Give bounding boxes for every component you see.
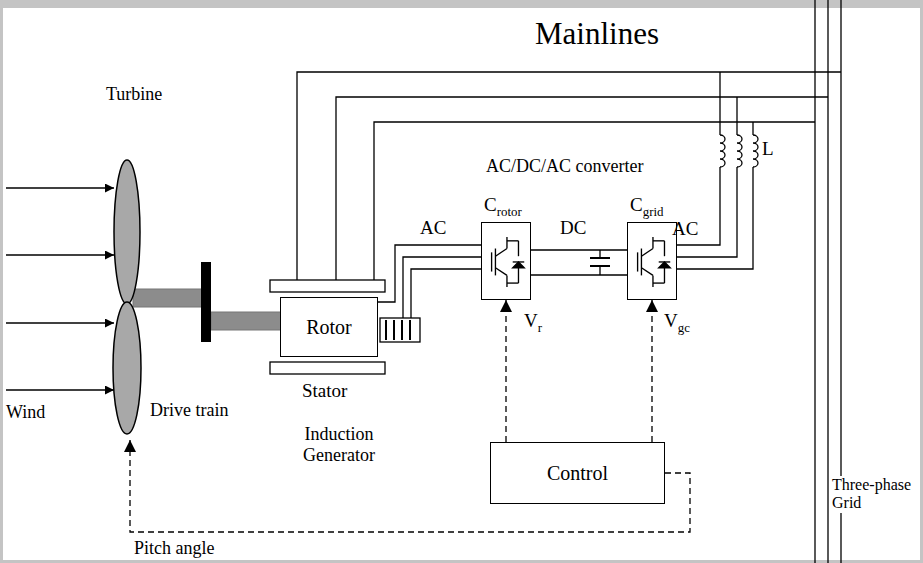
converter-label: AC/DC/AC converter bbox=[486, 156, 643, 177]
rotor-wire bbox=[403, 257, 481, 318]
igbt-stroke bbox=[653, 282, 665, 283]
rotor-wire bbox=[411, 269, 481, 318]
turbine-shaft bbox=[133, 289, 203, 307]
slip-ring-stripe bbox=[409, 320, 411, 340]
control-signal-arrow bbox=[505, 300, 506, 442]
generator-shaft bbox=[211, 312, 281, 330]
gearbox-disc bbox=[201, 262, 211, 342]
igbt-stroke bbox=[518, 268, 519, 283]
turbine-label: Turbine bbox=[106, 84, 162, 105]
grid-line bbox=[814, 0, 815, 563]
wind-arrow bbox=[6, 389, 114, 390]
converter-box: Crotor bbox=[481, 222, 531, 300]
dc-link bbox=[531, 250, 627, 275]
igbt-stroke bbox=[506, 275, 507, 287]
igbt-stroke bbox=[637, 252, 638, 271]
diode-triangle bbox=[659, 262, 671, 268]
subscript: r bbox=[538, 320, 542, 335]
grid-side-wires bbox=[677, 72, 753, 269]
mainline-wire bbox=[336, 97, 828, 280]
grid-wire bbox=[719, 72, 720, 135]
inductor-label: L bbox=[762, 138, 774, 160]
turbine-blade bbox=[113, 302, 141, 434]
grid-line bbox=[827, 0, 828, 563]
converter-box: Cgrid bbox=[627, 222, 677, 300]
turbine-blade bbox=[114, 160, 140, 304]
mainlines-label: Mainlines bbox=[535, 16, 659, 52]
edge-label: Vr bbox=[524, 311, 542, 335]
dc-rail bbox=[531, 274, 627, 275]
inductor-coils bbox=[720, 135, 758, 167]
subscript: gc bbox=[678, 320, 690, 335]
stator-label: Stator bbox=[302, 380, 347, 402]
igbt-stroke bbox=[506, 237, 507, 249]
grid-wire bbox=[736, 97, 737, 135]
generator-label: Induction Generator bbox=[280, 424, 398, 465]
igbt-stroke bbox=[641, 268, 653, 276]
igbt-stroke bbox=[652, 237, 653, 249]
grid-label: Three-phase Grid bbox=[832, 476, 920, 513]
edge-label: Vgc bbox=[664, 311, 690, 335]
control-box: Control bbox=[490, 442, 665, 504]
drive-train-label: Drive train bbox=[150, 400, 228, 421]
inductor-coil bbox=[753, 135, 758, 167]
edge-label: DC bbox=[560, 218, 586, 239]
slip-ring-stripe bbox=[385, 320, 387, 340]
dc-bus bbox=[531, 249, 627, 250]
slip-rings bbox=[380, 318, 420, 342]
slip-ring-stripe bbox=[401, 320, 403, 340]
converter-heading: Cgrid bbox=[630, 195, 663, 219]
inductor-coil bbox=[737, 135, 742, 167]
control-signal-arrow bbox=[651, 300, 652, 442]
subscript: rotor bbox=[497, 204, 522, 219]
mainlines bbox=[297, 72, 841, 280]
igbt-stroke bbox=[495, 249, 496, 276]
rotor-wires bbox=[403, 257, 481, 318]
igbt-stroke bbox=[495, 268, 507, 276]
igbt-symbol bbox=[628, 223, 676, 299]
stator-bar bbox=[270, 280, 385, 292]
converter-heading: Crotor bbox=[484, 195, 522, 219]
slip-ring-stripes bbox=[386, 320, 410, 340]
igbt-stroke bbox=[664, 241, 665, 256]
capacitor-plate bbox=[590, 257, 610, 259]
igbt-symbol bbox=[482, 223, 530, 299]
igbt-stroke bbox=[518, 241, 519, 256]
igbt-stroke bbox=[491, 252, 492, 271]
subscript: grid bbox=[643, 204, 664, 219]
igbt-stroke bbox=[641, 249, 642, 276]
wind-arrow bbox=[6, 254, 114, 255]
grid-wire bbox=[677, 167, 737, 257]
diode-triangle bbox=[513, 262, 525, 268]
igbt-stroke bbox=[653, 240, 665, 241]
pitch-angle-label: Pitch angle bbox=[134, 538, 214, 559]
igbt-stroke bbox=[507, 282, 519, 283]
edge-label: AC bbox=[420, 218, 446, 239]
capacitor-lead bbox=[599, 250, 600, 258]
slip-ring-stripe bbox=[393, 320, 395, 340]
pitch-control-line bbox=[130, 440, 690, 532]
ac-label: AC bbox=[672, 218, 698, 240]
wind-arrows bbox=[6, 188, 114, 390]
wind-arrow bbox=[6, 322, 114, 323]
rotor-box: Rotor bbox=[280, 297, 378, 357]
box-label: Control bbox=[547, 462, 608, 484]
ac-wire bbox=[378, 245, 481, 302]
igbt-stroke bbox=[507, 240, 519, 241]
capacitor-lead bbox=[599, 266, 600, 275]
wind-arrow bbox=[6, 187, 114, 188]
igbt-stroke bbox=[495, 249, 507, 257]
igbt-stroke bbox=[652, 275, 653, 287]
igbt-stroke bbox=[641, 249, 653, 257]
mainline-wire bbox=[297, 72, 841, 280]
igbt-stroke bbox=[664, 268, 665, 283]
box-label: Rotor bbox=[306, 316, 352, 338]
inductor-coil bbox=[720, 135, 725, 167]
stator-bar bbox=[270, 362, 385, 374]
wind-label: Wind bbox=[6, 402, 45, 423]
grid-wire bbox=[752, 122, 753, 135]
mainline-wire bbox=[374, 122, 815, 280]
